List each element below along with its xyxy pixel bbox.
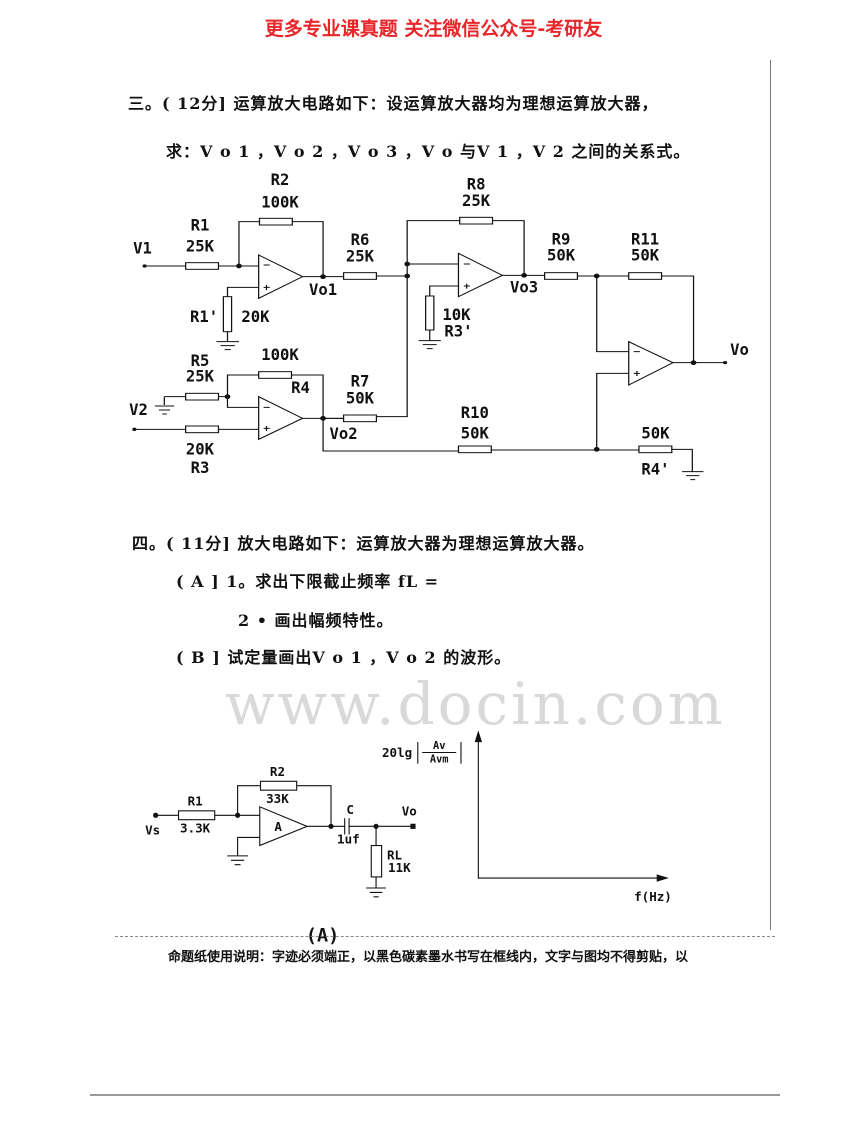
label-r11-value: 50K xyxy=(631,247,660,265)
label-r11: R11 xyxy=(631,230,659,248)
footer-note: 命题纸使用说明：字迹必须端正，以黑色碳素墨水书写在框线内，文字与图均不得剪贴，以 xyxy=(168,950,689,965)
q3-line1: 三。( 12分] 运算放大电路如下：设运算放大器均为理想运算放大器， xyxy=(128,94,659,113)
label-v1: V1 xyxy=(133,239,152,257)
label-r7-value: 50K xyxy=(346,389,375,407)
q4-part-b: ( B ] 试定量画出V o 1 ，V o 2 的波形。 xyxy=(176,648,512,667)
divider-dotted xyxy=(115,936,775,937)
header-title: 更多专业课真题 关注微信公众号-考研友 xyxy=(264,18,603,40)
label-vo3: Vo3 xyxy=(510,279,538,297)
graph-ylabel-prefix: 20lg xyxy=(382,745,412,760)
label-r6: R6 xyxy=(351,231,370,249)
q4-line1: 四。( 11分] 放大电路如下：运算放大器为理想运算放大器。 xyxy=(132,534,595,553)
label-r9: R9 xyxy=(552,230,571,248)
label-r4-value: 100K xyxy=(261,346,299,364)
label-vo: Vo xyxy=(730,341,749,359)
label-r10: R10 xyxy=(461,404,489,422)
graph-ylabel-denominator: Avm xyxy=(430,753,449,765)
q4-part-a1: ( A ] 1。求出下限截止频率 fL = xyxy=(176,572,440,591)
graph-xlabel: f(Hz) xyxy=(634,889,672,904)
circuit-diagram-q4: R1 3.3K Vs R2 33K A C 1uf Vo RL 11K 20lg… xyxy=(145,730,672,947)
label-r8-value: 25K xyxy=(462,192,491,210)
label-r7: R7 xyxy=(351,373,370,391)
label-r2-value: 33K xyxy=(266,791,289,806)
label-r1-value: 25K xyxy=(186,238,215,256)
label-r2-value: 100K xyxy=(261,193,299,211)
label-r8: R8 xyxy=(467,175,486,193)
frame-border xyxy=(770,60,771,930)
label-r1: R1 xyxy=(191,217,210,235)
label-r3-prime-value: 10K xyxy=(442,306,471,324)
label-r2: R2 xyxy=(270,764,285,779)
label-r1-prime: R1' xyxy=(190,308,218,326)
label-r2: R2 xyxy=(271,171,290,189)
label-r3-value: 20K xyxy=(186,441,215,459)
label-rl: RL xyxy=(387,848,403,863)
label-vo1: Vo1 xyxy=(309,281,337,299)
graph-ylabel-numerator: Av xyxy=(433,740,445,752)
q3-line2: 求：V o 1 ，V o 2 ，V o 3 ，V o 与V 1 ，V 2 之间的… xyxy=(166,142,691,161)
label-r3-prime: R3' xyxy=(444,323,472,341)
label-opamp-a: A xyxy=(274,819,282,834)
label-r1: R1 xyxy=(188,794,203,809)
label-r6-value: 25K xyxy=(346,247,375,265)
label-rl-value: 11K xyxy=(388,860,411,875)
watermark: www.docin.com xyxy=(225,670,726,738)
q4-part-a2: 2 • 画出幅频特性。 xyxy=(238,611,394,630)
label-r5-value: 25K xyxy=(186,368,215,386)
label-r1-prime-value: 20K xyxy=(241,308,270,326)
label-c: C xyxy=(346,802,354,817)
label-r10-value: 50K xyxy=(461,425,490,443)
label-v2: V2 xyxy=(129,401,148,419)
label-vo2: Vo2 xyxy=(330,425,358,443)
label-r3: R3 xyxy=(191,459,210,477)
label-r4: R4 xyxy=(291,379,310,397)
label-vo: Vo xyxy=(402,803,417,818)
label-c-value: 1uf xyxy=(337,832,360,847)
circuit-diagram-q3: R2 100K R1 25K V1 R6 25K Vo1 R1' 20K R8 … xyxy=(129,171,749,481)
label-r1-value: 3.3K xyxy=(180,821,211,836)
label-r5: R5 xyxy=(191,352,210,370)
label-vs: Vs xyxy=(145,822,160,837)
label-r4-prime: R4' xyxy=(641,460,669,478)
bottom-rule xyxy=(90,1094,780,1096)
label-r4-prime-value: 50K xyxy=(641,425,670,443)
label-r9-value: 50K xyxy=(547,247,576,265)
